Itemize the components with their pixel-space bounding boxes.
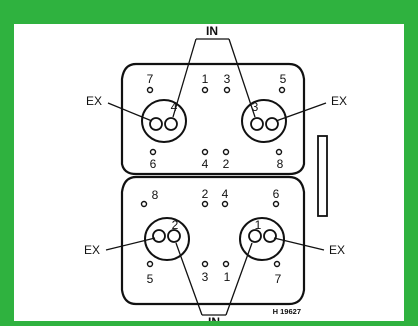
upper-bolt-hole-1 bbox=[201, 86, 209, 94]
lower-chamber-1-intake-valve bbox=[248, 229, 262, 243]
lower-bolt-hole-3 bbox=[201, 260, 209, 268]
upper-bolt-number-2: 2 bbox=[223, 157, 230, 171]
upper-chamber-3-number: 3 bbox=[252, 100, 259, 114]
lower-right-exhaust-label: EX bbox=[329, 243, 345, 257]
cylinder-head-diagram: IN IN EX EX EX EX 4 3 7 1 3 5 6 4 2 8 2 … bbox=[84, 24, 347, 326]
lower-bolt-number-6: 6 bbox=[273, 187, 280, 201]
lower-bolt-hole-7 bbox=[273, 260, 281, 268]
upper-bolt-number-3: 3 bbox=[224, 72, 231, 86]
upper-ex-leader-left bbox=[107, 102, 153, 122]
lower-bolt-hole-6 bbox=[272, 200, 280, 208]
lower-chamber-2-boss bbox=[144, 217, 190, 261]
lower-bolt-hole-4 bbox=[221, 200, 229, 208]
upper-bolt-number-1: 1 bbox=[202, 72, 209, 86]
side-bracket bbox=[317, 135, 328, 217]
lower-chamber-2-intake-valve bbox=[167, 229, 181, 243]
upper-right-exhaust-label: EX bbox=[331, 94, 347, 108]
lower-bolt-number-3: 3 bbox=[202, 270, 209, 284]
lower-chamber-1-exhaust-valve bbox=[263, 229, 277, 243]
upper-bolt-number-5: 5 bbox=[280, 72, 287, 86]
lower-bolt-number-1: 1 bbox=[224, 270, 231, 284]
upper-in-leader-left bbox=[172, 38, 197, 118]
upper-chamber-4-intake-valve bbox=[164, 117, 178, 131]
upper-bolt-hole-7 bbox=[146, 86, 154, 94]
upper-chamber-3-exhaust-valve bbox=[265, 117, 279, 131]
lower-in-leader-left bbox=[175, 242, 203, 316]
lower-bolt-number-4: 4 bbox=[222, 187, 229, 201]
lower-bolt-number-7: 7 bbox=[275, 272, 282, 286]
lower-bolt-number-2: 2 bbox=[202, 187, 209, 201]
lower-in-leader-right bbox=[225, 242, 253, 316]
lower-chamber-2-number: 2 bbox=[172, 218, 179, 232]
upper-intake-label: IN bbox=[206, 24, 218, 38]
lower-bolt-number-5: 5 bbox=[147, 272, 154, 286]
upper-chamber-4-number: 4 bbox=[171, 100, 178, 114]
upper-bolt-hole-6 bbox=[149, 148, 157, 156]
lower-left-exhaust-label: EX bbox=[84, 243, 100, 257]
upper-chamber-4-exhaust-valve bbox=[149, 117, 163, 131]
upper-bolt-number-7: 7 bbox=[147, 72, 154, 86]
upper-bolt-number-8: 8 bbox=[277, 157, 284, 171]
lower-chamber-1-number: 1 bbox=[255, 218, 262, 232]
upper-chamber-4-boss bbox=[141, 99, 187, 143]
upper-bolt-hole-4 bbox=[201, 148, 209, 156]
lower-head-outline bbox=[120, 175, 306, 306]
lower-ex-leader-left bbox=[105, 237, 156, 251]
upper-ex-leader-right bbox=[275, 102, 327, 122]
reference-number: H 19627 bbox=[273, 307, 301, 316]
upper-bolt-number-4: 4 bbox=[202, 157, 209, 171]
upper-left-exhaust-label: EX bbox=[86, 94, 102, 108]
lower-bolt-number-8: 8 bbox=[152, 188, 159, 202]
upper-bolt-hole-2 bbox=[222, 148, 230, 156]
lower-chamber-1-boss bbox=[239, 217, 285, 261]
upper-bolt-hole-5 bbox=[278, 86, 286, 94]
upper-in-leader-right bbox=[228, 38, 256, 118]
upper-bolt-hole-8 bbox=[275, 148, 283, 156]
upper-bolt-number-6: 6 bbox=[150, 157, 157, 171]
upper-head-outline bbox=[120, 62, 306, 176]
lower-bolt-hole-5 bbox=[146, 260, 154, 268]
diagram-panel: IN IN EX EX EX EX 4 3 7 1 3 5 6 4 2 8 2 … bbox=[14, 24, 404, 326]
upper-chamber-3-intake-valve bbox=[250, 117, 264, 131]
lower-bolt-hole-8 bbox=[140, 200, 148, 208]
lower-bolt-hole-2 bbox=[201, 200, 209, 208]
upper-bolt-hole-3 bbox=[223, 86, 231, 94]
lower-bolt-hole-1 bbox=[222, 260, 230, 268]
lower-intake-label: IN bbox=[208, 315, 220, 321]
lower-ex-leader-right bbox=[273, 237, 325, 251]
upper-chamber-3-boss bbox=[241, 99, 287, 143]
lower-chamber-2-exhaust-valve bbox=[152, 229, 166, 243]
